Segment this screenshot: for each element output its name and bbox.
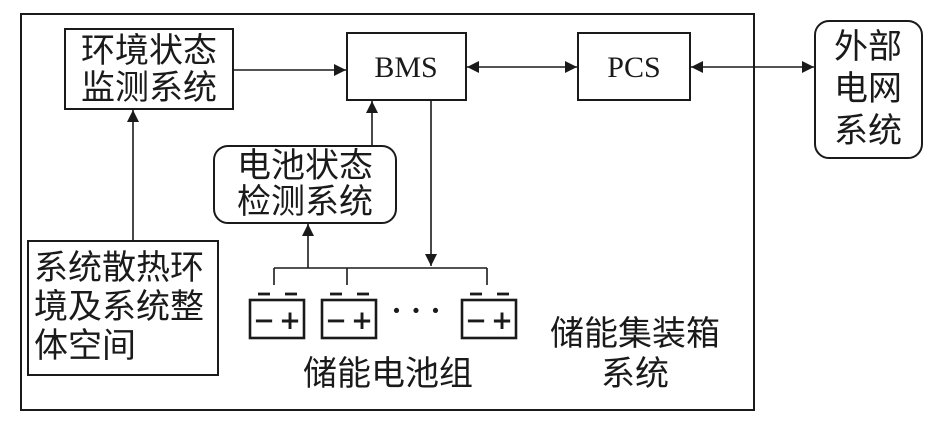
env-space-node: 系统散热环 境及系统整 体空间 [27,240,219,376]
env-monitor-label-line2: 监测系统 [81,68,217,108]
pcs-label: PCS [607,51,660,84]
grid-label-line1: 外部 [834,27,902,67]
pcs-node: PCS [577,32,691,101]
bms-label: BMS [374,51,437,84]
container-frame [20,13,755,411]
bms-node: BMS [346,32,467,101]
battery-1-plus: + [279,306,301,336]
battery-1-minus: − [253,306,275,336]
env-monitor-label-line1: 环境状态 [81,31,217,71]
grid-node: 外部 电网 系统 [814,20,923,159]
battery-ellipsis: · · · [392,294,441,327]
battery-3-minus: − [465,306,487,336]
battery-3-plus: + [491,306,513,336]
env-space-label-line3: 体空间 [34,326,136,366]
battery-2-icon: − + [320,292,378,340]
battery-detect-label-line2: 检测系统 [237,182,373,222]
battery-1-icon: − + [248,292,306,340]
battery-group-label: 储能电池组 [303,354,473,394]
container-label-line2: 系统 [601,354,669,394]
env-space-label-line2: 境及系统整 [34,287,204,327]
battery-3-icon: − + [460,292,518,340]
battery-detect-node: 电池状态 检测系统 [213,145,397,224]
battery-detect-label-line1: 电池状态 [237,146,373,186]
env-space-label-line1: 系统散热环 [34,248,204,288]
env-monitor-node: 环境状态 监测系统 [64,28,234,110]
container-label-line1: 储能集装箱 [550,314,720,354]
battery-bus [273,267,488,285]
grid-label-line3: 系统 [834,111,902,151]
grid-label-line2: 电网 [834,69,902,109]
battery-2-minus: − [325,306,347,336]
battery-2-plus: + [351,306,373,336]
